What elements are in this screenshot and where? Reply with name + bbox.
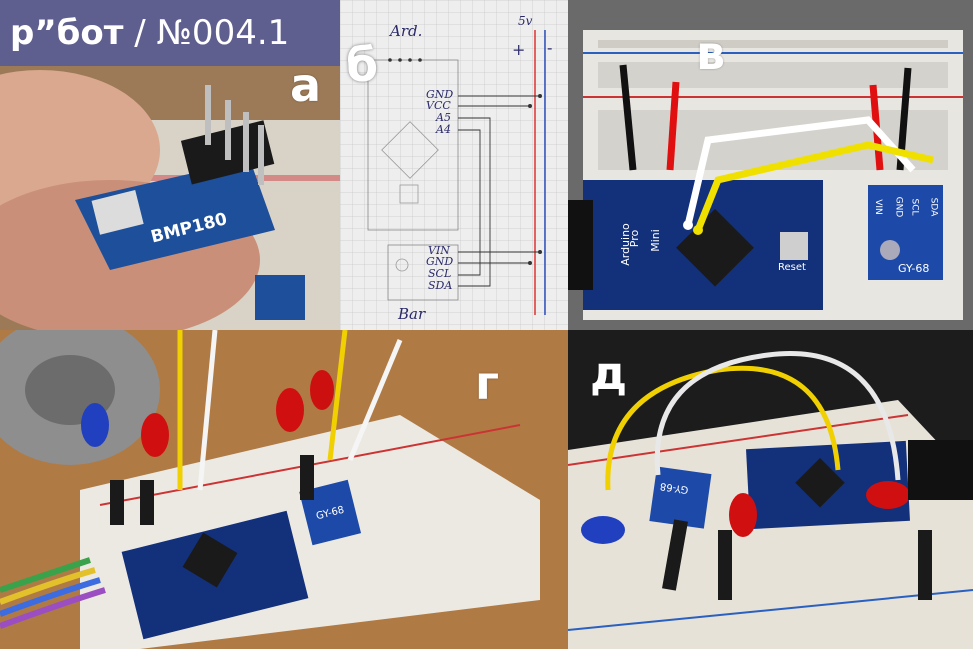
sketch-pin-scl: SCL [428,267,452,280]
panel-b-sketch: Ard. 5v + - GND VCC A5 A4 VIN GND SCL SD… [340,0,568,330]
sensor-pin-scl: SCL [909,198,920,216]
breadboard-angle-illustration [568,351,973,649]
sketch-pin-a4: A4 [436,123,451,136]
sensor-label-gy68: GY-68 [898,262,930,275]
sketch-pin-vcc: VCC [426,99,451,112]
sensor-pin-sda: SDA [928,197,939,217]
board-label-mini: Mini [648,229,662,252]
breadboard-top-illustration [568,30,963,320]
panel-d-label: г [475,356,500,410]
sketch-pin-gnd-bottom: GND [426,255,454,268]
sketch-plus-label: + [512,40,526,59]
breadboard-clips-illustration [0,330,540,649]
panel-e-photo: GY-68 д [568,330,973,649]
sketch-pin-sda: SDA [428,279,453,292]
panel-a-label: а [290,58,322,112]
board-label-pro: Pro [628,229,642,248]
sensor-pin-gnd: GND [893,196,904,218]
sketch-supply-label: 5v [518,14,533,28]
sketch-grid [340,0,568,330]
series-number: / №004.1 [123,13,290,53]
sketch-bottom-label: Bar [398,305,426,323]
sketch-top-label: Ard. [390,22,423,40]
brand-logo: р”бот [10,13,124,53]
sensor-pin-vin: VIN [872,199,883,215]
title-banner: р”бот / №004.1 [0,0,340,66]
sketch-pin-a5: A5 [436,111,451,124]
panel-c-label: в [696,26,726,80]
panel-b-label: б [346,38,379,92]
sketch-pin-gnd-top: GND [426,88,454,101]
sketch-minus-label: - [547,38,553,57]
panel-e-label: д [590,346,628,400]
panel-d-photo: GY-68 г [0,330,568,649]
panel-c-photo: Arduino Pro Mini Reset VIN GND SCL SDA G… [568,0,973,330]
board-label-reset: Reset [778,262,806,273]
sketch-pin-vin: VIN [428,244,450,257]
